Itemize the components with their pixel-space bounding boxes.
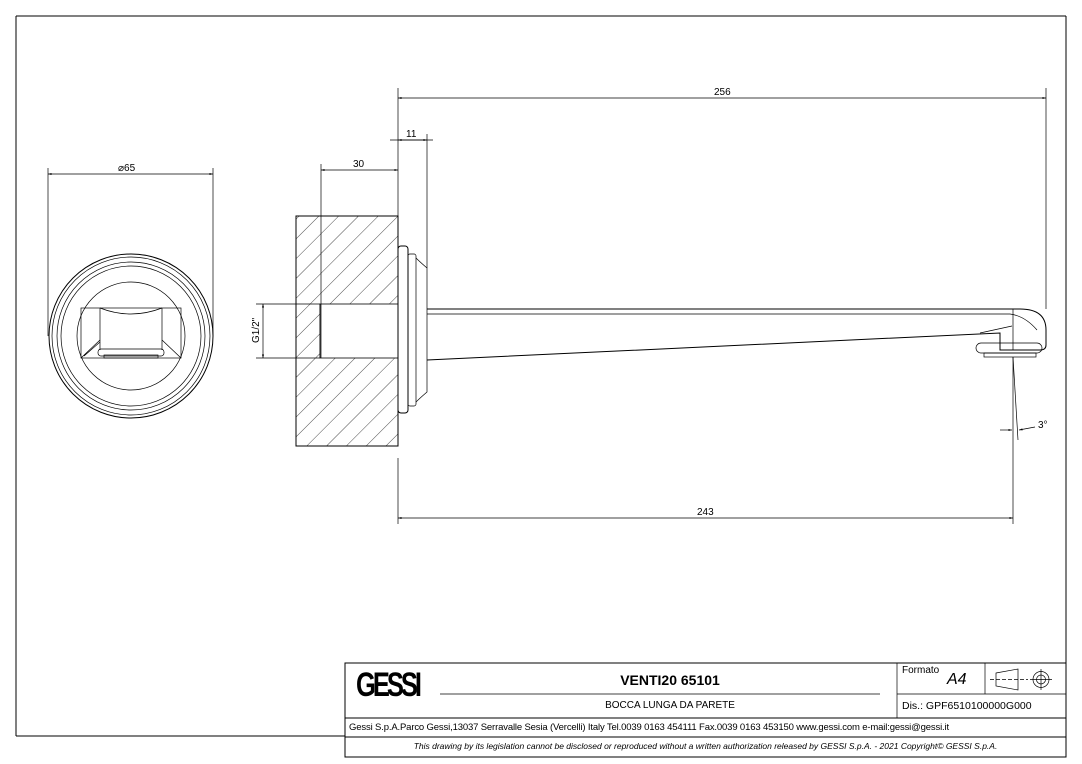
format-value: A4 [947, 671, 967, 688]
drawing-frame [15, 15, 1067, 737]
side-view: 3° 256 11 30 G1/2" 243 [251, 87, 1048, 524]
front-view: ⌀65 [47, 163, 214, 419]
projection-dimension: 243 [697, 507, 714, 518]
angle-dimension: 3° [1038, 420, 1048, 431]
title-block-frame [344, 662, 1067, 758]
drawing-subtitle: BOCCA LUNGA DA PARETE [605, 700, 735, 711]
drawing-title: VENTI20 65101 [620, 672, 720, 688]
diameter-dimension: ⌀65 [118, 163, 136, 174]
thread-size-dimension: G1/2" [251, 317, 262, 343]
company-address: Gessi S.p.A.Parco Gessi,13037 Serravalle… [349, 722, 949, 733]
gessi-logo: GESSI [356, 666, 422, 704]
overall-length-dimension: 256 [714, 87, 731, 98]
copyright-notice: This drawing by its legislation cannot b… [413, 741, 998, 751]
flange-depth-dimension: 11 [406, 129, 417, 140]
projection-symbol-icon [990, 668, 1052, 691]
drawing-number: Dis.: GPF6510100000G000 [902, 700, 1032, 712]
format-label: Formato [902, 665, 940, 676]
thread-depth-dimension: 30 [353, 159, 365, 170]
